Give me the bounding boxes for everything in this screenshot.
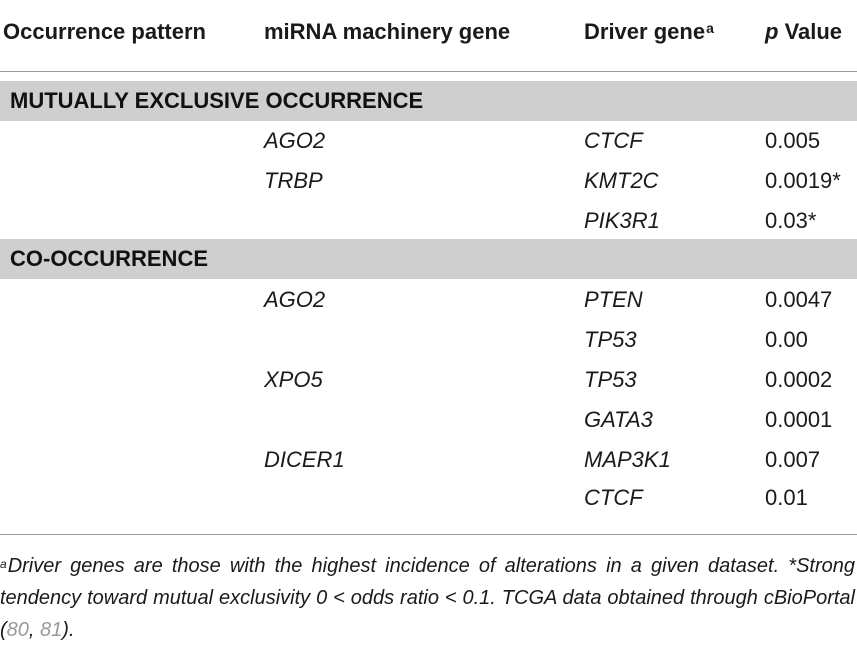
header-rule: [0, 71, 857, 72]
mirna-gene: AGO2: [264, 128, 326, 153]
section-band-mutually-exclusive: MUTUALLY EXCLUSIVE OCCURRENCE: [0, 81, 857, 121]
table-row: DICER1 MAP3K1 0.007: [0, 440, 857, 480]
table-bottom-rule: [0, 534, 857, 535]
p-value: 0.0019*: [765, 168, 841, 193]
mirna-gene: AGO2: [264, 287, 326, 312]
table-row: TP53 0.00: [0, 320, 857, 360]
driver-gene: TP53: [584, 367, 637, 392]
mirna-gene: DICER1: [264, 447, 345, 472]
p-value: 0.0047: [765, 287, 833, 312]
header-p-letter: p: [765, 19, 779, 44]
p-value: 0.00: [765, 327, 808, 352]
driver-gene: CTCF: [584, 485, 643, 510]
reference-link-81[interactable]: 81: [40, 619, 63, 641]
table-row: PIK3R1 0.03*: [0, 201, 857, 241]
section-title: CO-OCCURRENCE: [10, 246, 208, 271]
header-p-value: p Value: [765, 14, 842, 54]
footnote-separator: ,: [28, 619, 41, 641]
footnote-end: ).: [62, 619, 75, 641]
table-row: TRBP KMT2C 0.0019*: [0, 161, 857, 201]
driver-gene: KMT2C: [584, 168, 659, 193]
p-value: 0.0002: [765, 367, 833, 392]
header-value-text: Value: [778, 19, 843, 44]
p-value: 0.007: [765, 447, 821, 472]
mirna-gene: TRBP: [264, 168, 323, 193]
reference-link-80[interactable]: 80: [6, 619, 29, 641]
driver-gene: TP53: [584, 327, 637, 352]
p-value: 0.005: [765, 128, 821, 153]
table-row: XPO5 TP53 0.0002: [0, 360, 857, 400]
table-row: AGO2 PTEN 0.0047: [0, 280, 857, 320]
table-row: GATA3 0.0001: [0, 400, 857, 440]
section-band-co-occurrence: CO-OCCURRENCE: [0, 239, 857, 279]
p-value: 0.03*: [765, 208, 817, 233]
table-header: Occurrence pattern miRNA machinery gene …: [0, 0, 857, 44]
driver-gene: PTEN: [584, 287, 643, 312]
header-driver-gene-text: Driver gene: [584, 19, 706, 44]
header-occurrence-pattern: Occurrence pattern: [3, 19, 206, 44]
header-driver-gene: Driver genea: [584, 14, 714, 54]
header-mirna-gene: miRNA machinery gene: [264, 19, 511, 44]
driver-gene: PIK3R1: [584, 208, 660, 233]
section-title: MUTUALLY EXCLUSIVE OCCURRENCE: [10, 88, 424, 113]
driver-gene: GATA3: [584, 407, 653, 432]
table-footnote: aDriver genes are those with the highest…: [0, 550, 855, 646]
p-value: 0.01: [765, 485, 808, 510]
mirna-gene: XPO5: [264, 367, 323, 392]
footnote-marker: a: [0, 557, 7, 571]
table-row: AGO2 CTCF 0.005: [0, 121, 857, 161]
footnote-text: Driver genes are those with the highest …: [0, 555, 855, 641]
table-row: CTCF 0.01: [0, 478, 857, 518]
header-driver-gene-sup: a: [706, 20, 714, 36]
p-value: 0.0001: [765, 407, 833, 432]
driver-gene: MAP3K1: [584, 447, 671, 472]
driver-gene: CTCF: [584, 128, 643, 153]
